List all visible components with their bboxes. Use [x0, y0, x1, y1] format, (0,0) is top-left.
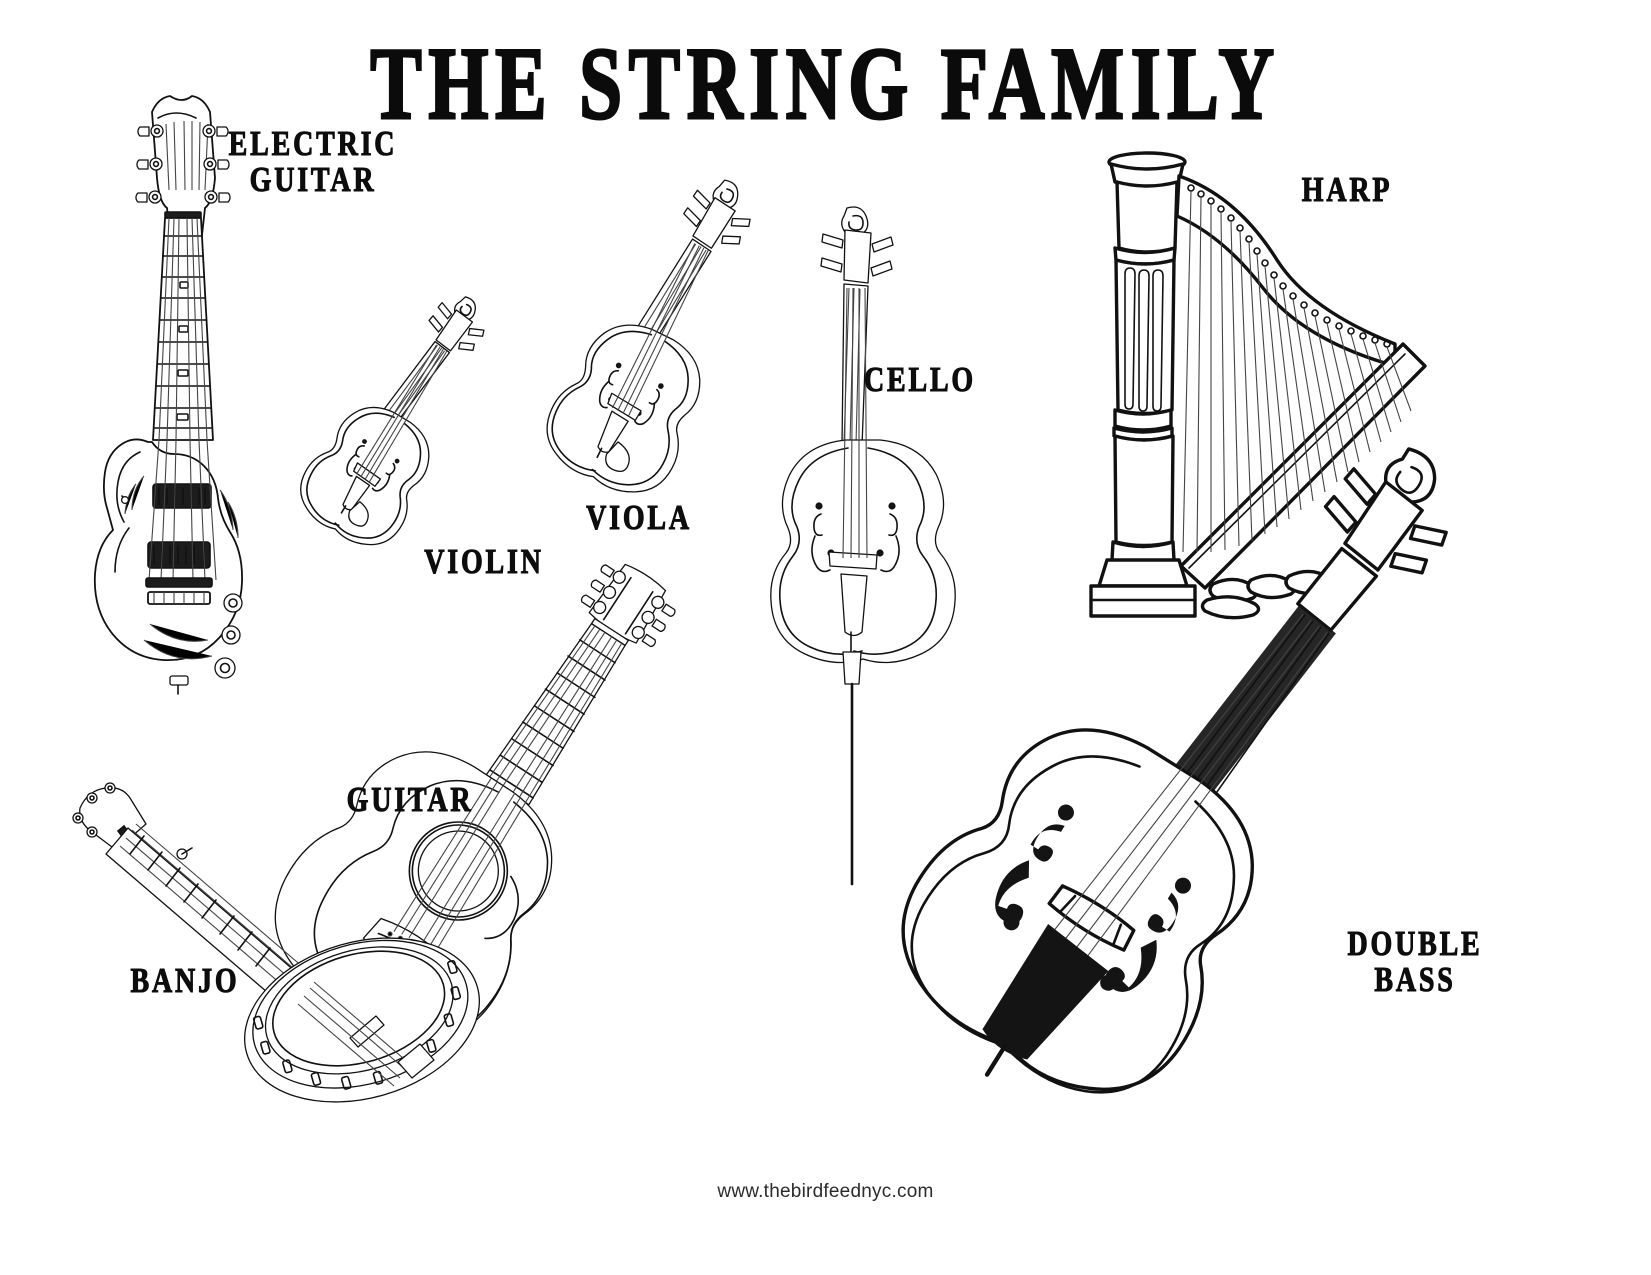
electric-guitar-illustration	[92, 84, 302, 704]
footer-website-url: www.thebirdfeednyc.com	[717, 1181, 934, 1202]
label-cello: CELLO	[863, 360, 977, 399]
double-bass-illustration	[901, 398, 1550, 1138]
label-harp: HARP	[1301, 170, 1393, 209]
viola-illustration	[528, 162, 798, 493]
harp-illustration	[1085, 148, 1427, 648]
cello-illustration	[735, 200, 965, 990]
label-guitar: GUITAR	[346, 780, 474, 819]
banjo-illustration	[62, 770, 542, 1110]
label-violin: VIOLIN	[424, 542, 544, 581]
label-banjo: BANJO	[130, 961, 240, 1000]
label-viola: VIOLA	[586, 498, 692, 537]
page-title: THE STRING FAMILY	[369, 25, 1281, 142]
violin-illustration	[285, 276, 525, 546]
